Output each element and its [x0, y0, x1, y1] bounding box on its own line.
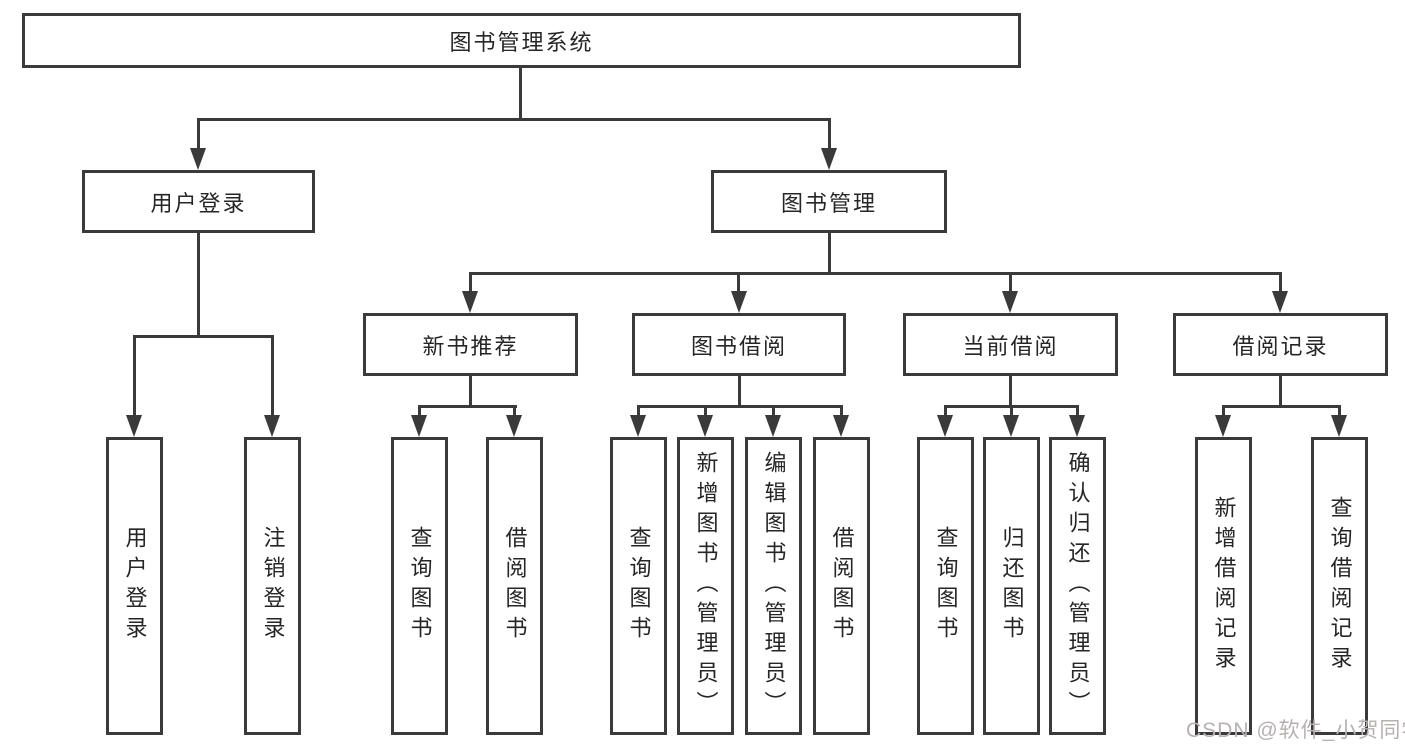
connector-leaf-shaft [1222, 405, 1225, 419]
leaf-logout: 注销登录 [244, 437, 301, 735]
arrow-down-icon [462, 291, 478, 313]
connector-shaft [737, 272, 740, 293]
connector-book-mgmt-shaft [828, 118, 831, 150]
arrow-down-icon [1069, 415, 1085, 437]
arrow-down-icon [1215, 415, 1231, 437]
node-borrowing-records: 借阅记录 [1173, 313, 1388, 376]
connector-leaf-shaft [840, 405, 843, 419]
leaf-query-books-recommend: 查询图书 [391, 437, 448, 735]
connector-recommend-branch [418, 405, 517, 408]
leaf-query-books-borrowing: 查询图书 [610, 437, 667, 735]
connector-user-login-branch [133, 335, 274, 338]
connector-shaft [1279, 272, 1282, 293]
connector-current-stem [1009, 376, 1012, 407]
connector-records-stem [1279, 376, 1282, 407]
arrow-down-icon [190, 148, 206, 170]
node-book-borrowing: 图书借阅 [632, 313, 846, 376]
connector-shaft [1009, 272, 1012, 293]
arrow-down-icon [506, 415, 522, 437]
leaf-borrow-books-recommend: 借阅图书 [486, 437, 543, 735]
node-user-login: 用户登录 [82, 170, 315, 233]
leaf-query-borrow-record: 查询借阅记录 [1311, 437, 1368, 735]
arrow-down-icon [833, 415, 849, 437]
node-new-book-recommendation: 新书推荐 [363, 313, 578, 376]
connector-book-mgmt-stem [828, 232, 831, 274]
connector-borrowing-stem [738, 376, 741, 407]
leaf-edit-books-admin: 编辑图书（管理员） [745, 437, 802, 735]
node-book-management: 图书管理 [711, 170, 947, 233]
arrow-down-icon [411, 415, 427, 437]
arrow-down-icon [630, 415, 646, 437]
arrow-down-icon [1002, 291, 1018, 313]
leaf-borrow-books: 借阅图书 [813, 437, 870, 735]
leaf-return-books: 归还图书 [983, 437, 1040, 735]
arrow-down-icon [1272, 291, 1288, 313]
node-library-system: 图书管理系统 [22, 13, 1021, 68]
leaf-add-borrow-record: 新增借阅记录 [1195, 437, 1252, 735]
arrow-down-icon [1003, 415, 1019, 437]
csdn-watermark: CSDN @软件_小贺同学 [1186, 719, 1405, 742]
connector-shaft [469, 272, 472, 293]
leaf-user-login: 用户登录 [106, 437, 163, 735]
arrow-down-icon [1331, 415, 1347, 437]
connector-user-login-shaft [197, 118, 200, 150]
arrow-down-icon [821, 148, 837, 170]
arrow-down-icon [126, 415, 142, 437]
connector-leaf-shaft [513, 405, 516, 419]
connector-level2-branch [469, 272, 1282, 275]
connector-user-login-stem [197, 233, 200, 337]
node-current-borrowing: 当前借阅 [903, 313, 1118, 376]
connector-records-branch [1222, 405, 1341, 408]
connector-level1-branch [197, 118, 831, 121]
arrow-down-icon [697, 415, 713, 437]
leaf-confirm-return-admin: 确认归还（管理员） [1049, 437, 1106, 735]
connector-borrowing-branch [637, 405, 843, 408]
connector-leaf-shaft [944, 405, 947, 419]
arrow-down-icon [765, 415, 781, 437]
connector-leaf-shaft [1010, 405, 1013, 419]
connector-leaf-shaft [1338, 405, 1341, 419]
arrow-down-icon [264, 415, 280, 437]
connector-leaf-shaft [271, 335, 274, 417]
connector-recommend-stem [469, 376, 472, 407]
connector-leaf-shaft [418, 405, 421, 419]
connector-leaf-shaft [1076, 405, 1079, 419]
leaf-query-books-current: 查询图书 [917, 437, 974, 735]
connector-leaf-shaft [637, 405, 640, 419]
connector-leaf-shaft [772, 405, 775, 419]
leaf-add-books-admin: 新增图书（管理员） [677, 437, 734, 735]
connector-leaf-shaft [704, 405, 707, 419]
connector-leaf-shaft [133, 335, 136, 417]
connector-root-stem [519, 68, 522, 118]
arrow-down-icon [731, 291, 747, 313]
arrow-down-icon [937, 415, 953, 437]
